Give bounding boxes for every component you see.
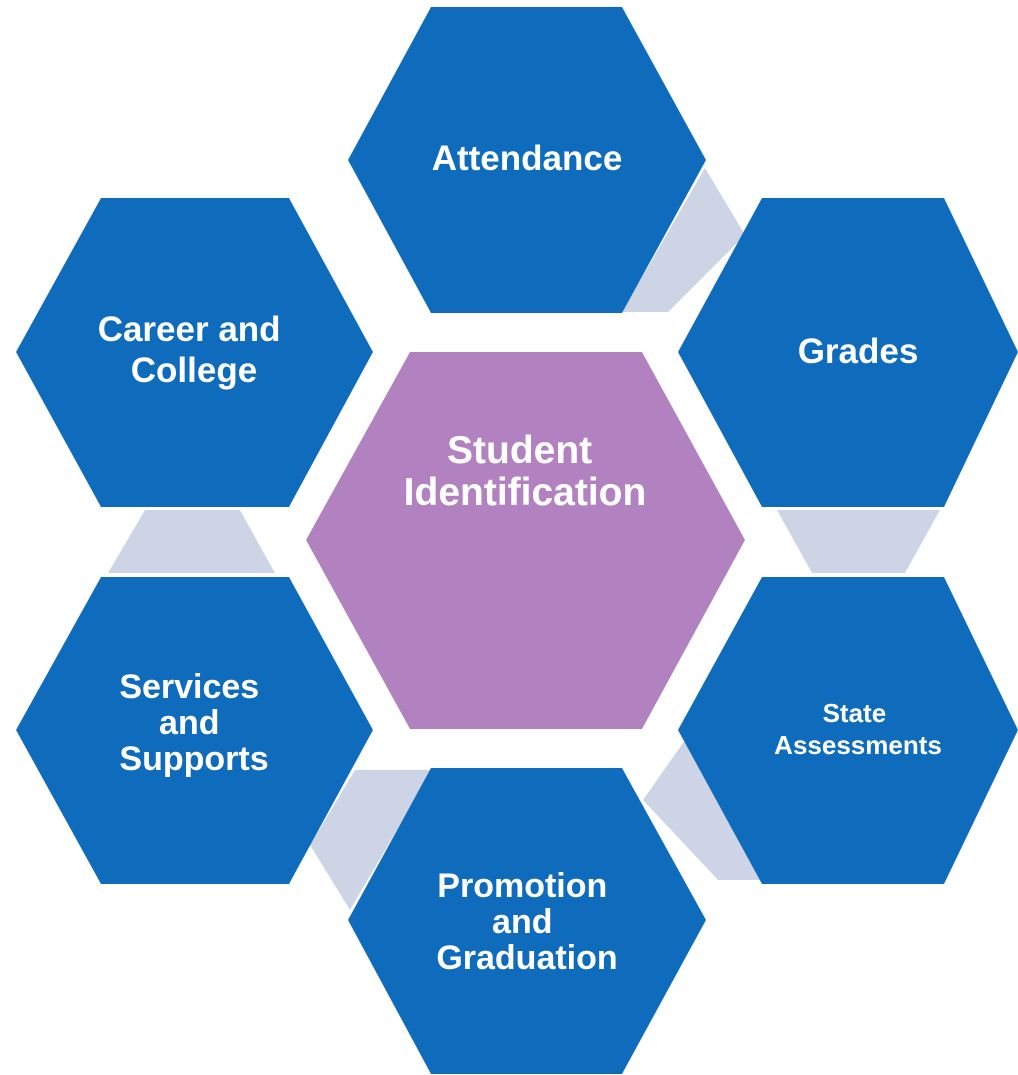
label-career-college: Career and College bbox=[98, 310, 291, 390]
hex-grades[interactable] bbox=[678, 198, 1018, 507]
label-student-identification: Student Identification bbox=[404, 429, 647, 514]
hex-promotion-graduation[interactable] bbox=[348, 768, 706, 1074]
connector-services-career bbox=[108, 510, 275, 573]
label-attendance: Attendance bbox=[432, 139, 623, 178]
outer-hexagons bbox=[16, 7, 1018, 1074]
connector-state-assessments-promotion bbox=[643, 740, 762, 880]
hex-services-supports[interactable] bbox=[16, 577, 373, 884]
label-promotion-graduation: Promotion and Graduation bbox=[436, 867, 617, 977]
hex-attendance[interactable] bbox=[348, 7, 706, 313]
hex-state-assessments[interactable] bbox=[678, 577, 1018, 884]
label-state-assessments: State Assessments bbox=[774, 698, 942, 760]
connector-grades-state-assessments bbox=[777, 510, 940, 573]
connector-promotion-services bbox=[310, 770, 432, 910]
label-grades: Grades bbox=[798, 332, 919, 371]
connector-attendance-grades bbox=[622, 168, 745, 312]
outer-labels: Attendance Grades State Assessments Prom… bbox=[98, 139, 942, 977]
hex-student-identification[interactable] bbox=[306, 352, 745, 729]
label-services-supports: Services and Supports bbox=[119, 668, 268, 778]
hex-career-college[interactable] bbox=[16, 198, 373, 507]
connectors bbox=[108, 168, 940, 910]
